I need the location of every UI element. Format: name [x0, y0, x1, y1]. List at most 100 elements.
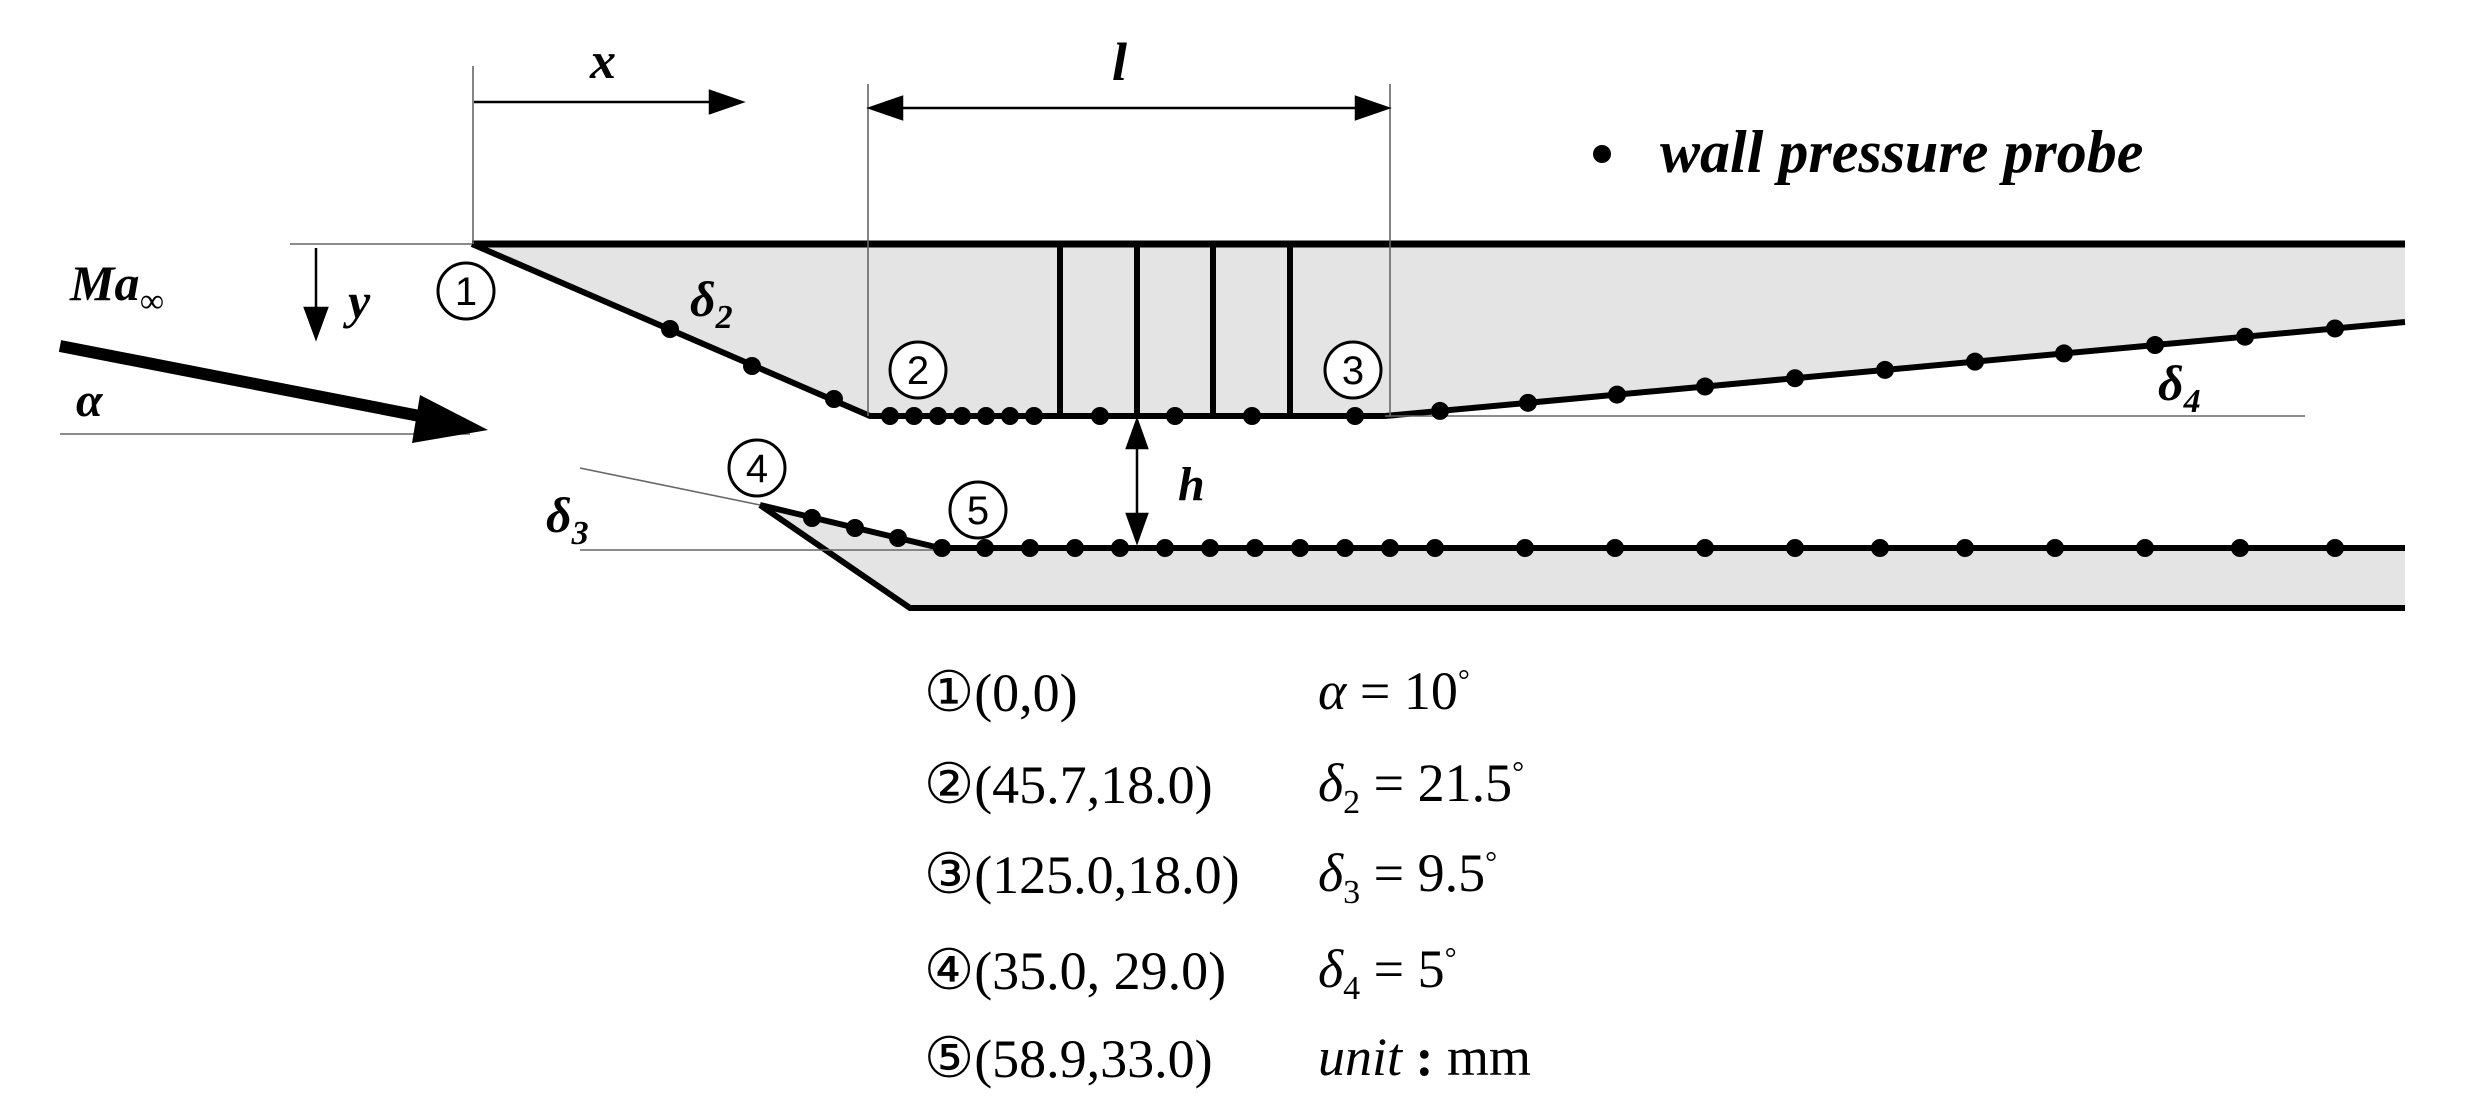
point-marker-4: 4	[727, 438, 787, 498]
probe-dot	[1876, 360, 1894, 379]
degree-mark: °	[1512, 756, 1525, 789]
probe-dot	[803, 509, 821, 527]
probe-dot	[2046, 539, 2064, 557]
dimension-arrows	[303, 89, 1392, 546]
probe-dot	[1243, 407, 1261, 425]
probe-dot	[1291, 539, 1309, 557]
probe-dot	[2055, 344, 2073, 363]
probe-dot	[1021, 539, 1039, 557]
probe-dot	[1608, 385, 1626, 404]
probe-dot	[1346, 407, 1364, 425]
probe-dot	[2146, 336, 2164, 355]
freestream-arrow	[58, 340, 488, 443]
param-value: 21.5	[1417, 753, 1513, 813]
param-sub: 4	[1343, 969, 1361, 1007]
coord-value: (58.9,33.0)	[974, 1029, 1213, 1089]
probe-dot	[1025, 407, 1043, 425]
param-symbol: α	[1318, 661, 1347, 721]
degree-mark: °	[1457, 664, 1470, 697]
h-label: h	[1178, 458, 1205, 511]
probe-dot	[2326, 319, 2344, 338]
x-label: x	[589, 33, 616, 90]
point-marker-1: 1	[436, 261, 496, 321]
probe-dot	[846, 519, 864, 537]
probe-dot	[1606, 539, 1624, 557]
coord-value: (35.0, 29.0)	[974, 941, 1227, 1001]
bleed-slots	[1057, 244, 1293, 416]
lower-body	[760, 505, 2405, 608]
coord-value: (45.7,18.0)	[974, 755, 1213, 815]
coord-value: (0,0)	[974, 663, 1078, 723]
probe-dot	[1381, 539, 1399, 557]
svg-text:5: 5	[967, 489, 989, 533]
point-marker-5: 5	[948, 480, 1008, 540]
probe-dot	[1516, 539, 1534, 557]
param-sub: 2	[1343, 783, 1361, 821]
wall-pressure-probes	[661, 319, 2344, 557]
param-value: 5	[1417, 939, 1445, 999]
probe-dot	[1336, 539, 1354, 557]
probe-dot	[825, 390, 843, 408]
probe-dot	[976, 539, 994, 557]
coord-value: (125.0,18.0)	[974, 845, 1240, 905]
probe-dot	[1871, 539, 1889, 557]
probe-dot	[1426, 539, 1444, 557]
probe-dot	[2326, 539, 2344, 557]
point-marker-3: 3	[1323, 340, 1383, 400]
reference-lines	[60, 66, 2305, 551]
probe-dot	[1956, 539, 1974, 557]
unit-value: mm	[1447, 1027, 1532, 1087]
coord-row-3: ③(125.0,18.0)	[924, 842, 1240, 907]
probe-dot	[1246, 539, 1264, 557]
probe-dot	[1966, 352, 1984, 371]
probe-dot	[1156, 539, 1174, 557]
probe-dot	[661, 320, 679, 338]
upper-body	[472, 244, 2405, 416]
svg-text:2: 2	[907, 349, 929, 393]
coord-marker: ⑤	[924, 1028, 975, 1090]
svg-text:3: 3	[1342, 349, 1364, 393]
probe-legend-label: wall pressure probe	[1660, 119, 2143, 185]
point-marker-2: 2	[888, 340, 948, 400]
cowl-outer-wall	[758, 502, 2405, 611]
probe-dot	[2231, 539, 2249, 557]
delta2-label: δ2	[690, 271, 733, 336]
coord-row-1: ①(0,0)	[924, 660, 1078, 725]
probe-dot	[1201, 539, 1219, 557]
l-label: l	[1112, 32, 1127, 92]
param-delta3: δ3 = 9.5°	[1318, 843, 1498, 911]
probe-dot	[1066, 539, 1084, 557]
param-unit: unit : mm	[1318, 1027, 1532, 1087]
probe-dot	[1696, 539, 1714, 557]
probe-dot	[1001, 407, 1019, 425]
coord-marker: ①	[924, 662, 975, 724]
param-alpha: α = 10°	[1318, 661, 1470, 721]
unit-label: unit	[1318, 1027, 1403, 1087]
probe-dot	[1166, 407, 1184, 425]
param-delta4: δ4 = 5°	[1318, 939, 1457, 1007]
probe-dot	[933, 539, 951, 557]
probe-dot	[905, 407, 923, 425]
probe-dot	[1696, 377, 1714, 396]
probe-dot	[881, 407, 899, 425]
probe-dot	[1111, 539, 1129, 557]
mach-label: Ma∞	[69, 255, 164, 320]
probe-dot	[953, 407, 971, 425]
coord-row-4: ④(35.0, 29.0)	[924, 938, 1226, 1003]
param-sub: 3	[1343, 873, 1361, 911]
probe-dot	[1519, 393, 1537, 412]
probe-dot	[2136, 539, 2154, 557]
param-value: 10	[1403, 661, 1458, 721]
alpha-label: α	[76, 374, 104, 427]
coord-marker: ②	[924, 754, 975, 816]
probe-dot	[1786, 369, 1804, 388]
probe-dot	[889, 529, 907, 547]
delta3-label: δ3	[546, 487, 589, 552]
probe-dot	[929, 407, 947, 425]
probe-dot	[743, 357, 761, 375]
coord-row-5: ⑤(58.9,33.0)	[924, 1026, 1213, 1091]
param-symbol: δ	[1318, 843, 1344, 903]
param-symbol: δ	[1318, 753, 1344, 813]
delta4-label: δ4	[2158, 355, 2201, 420]
